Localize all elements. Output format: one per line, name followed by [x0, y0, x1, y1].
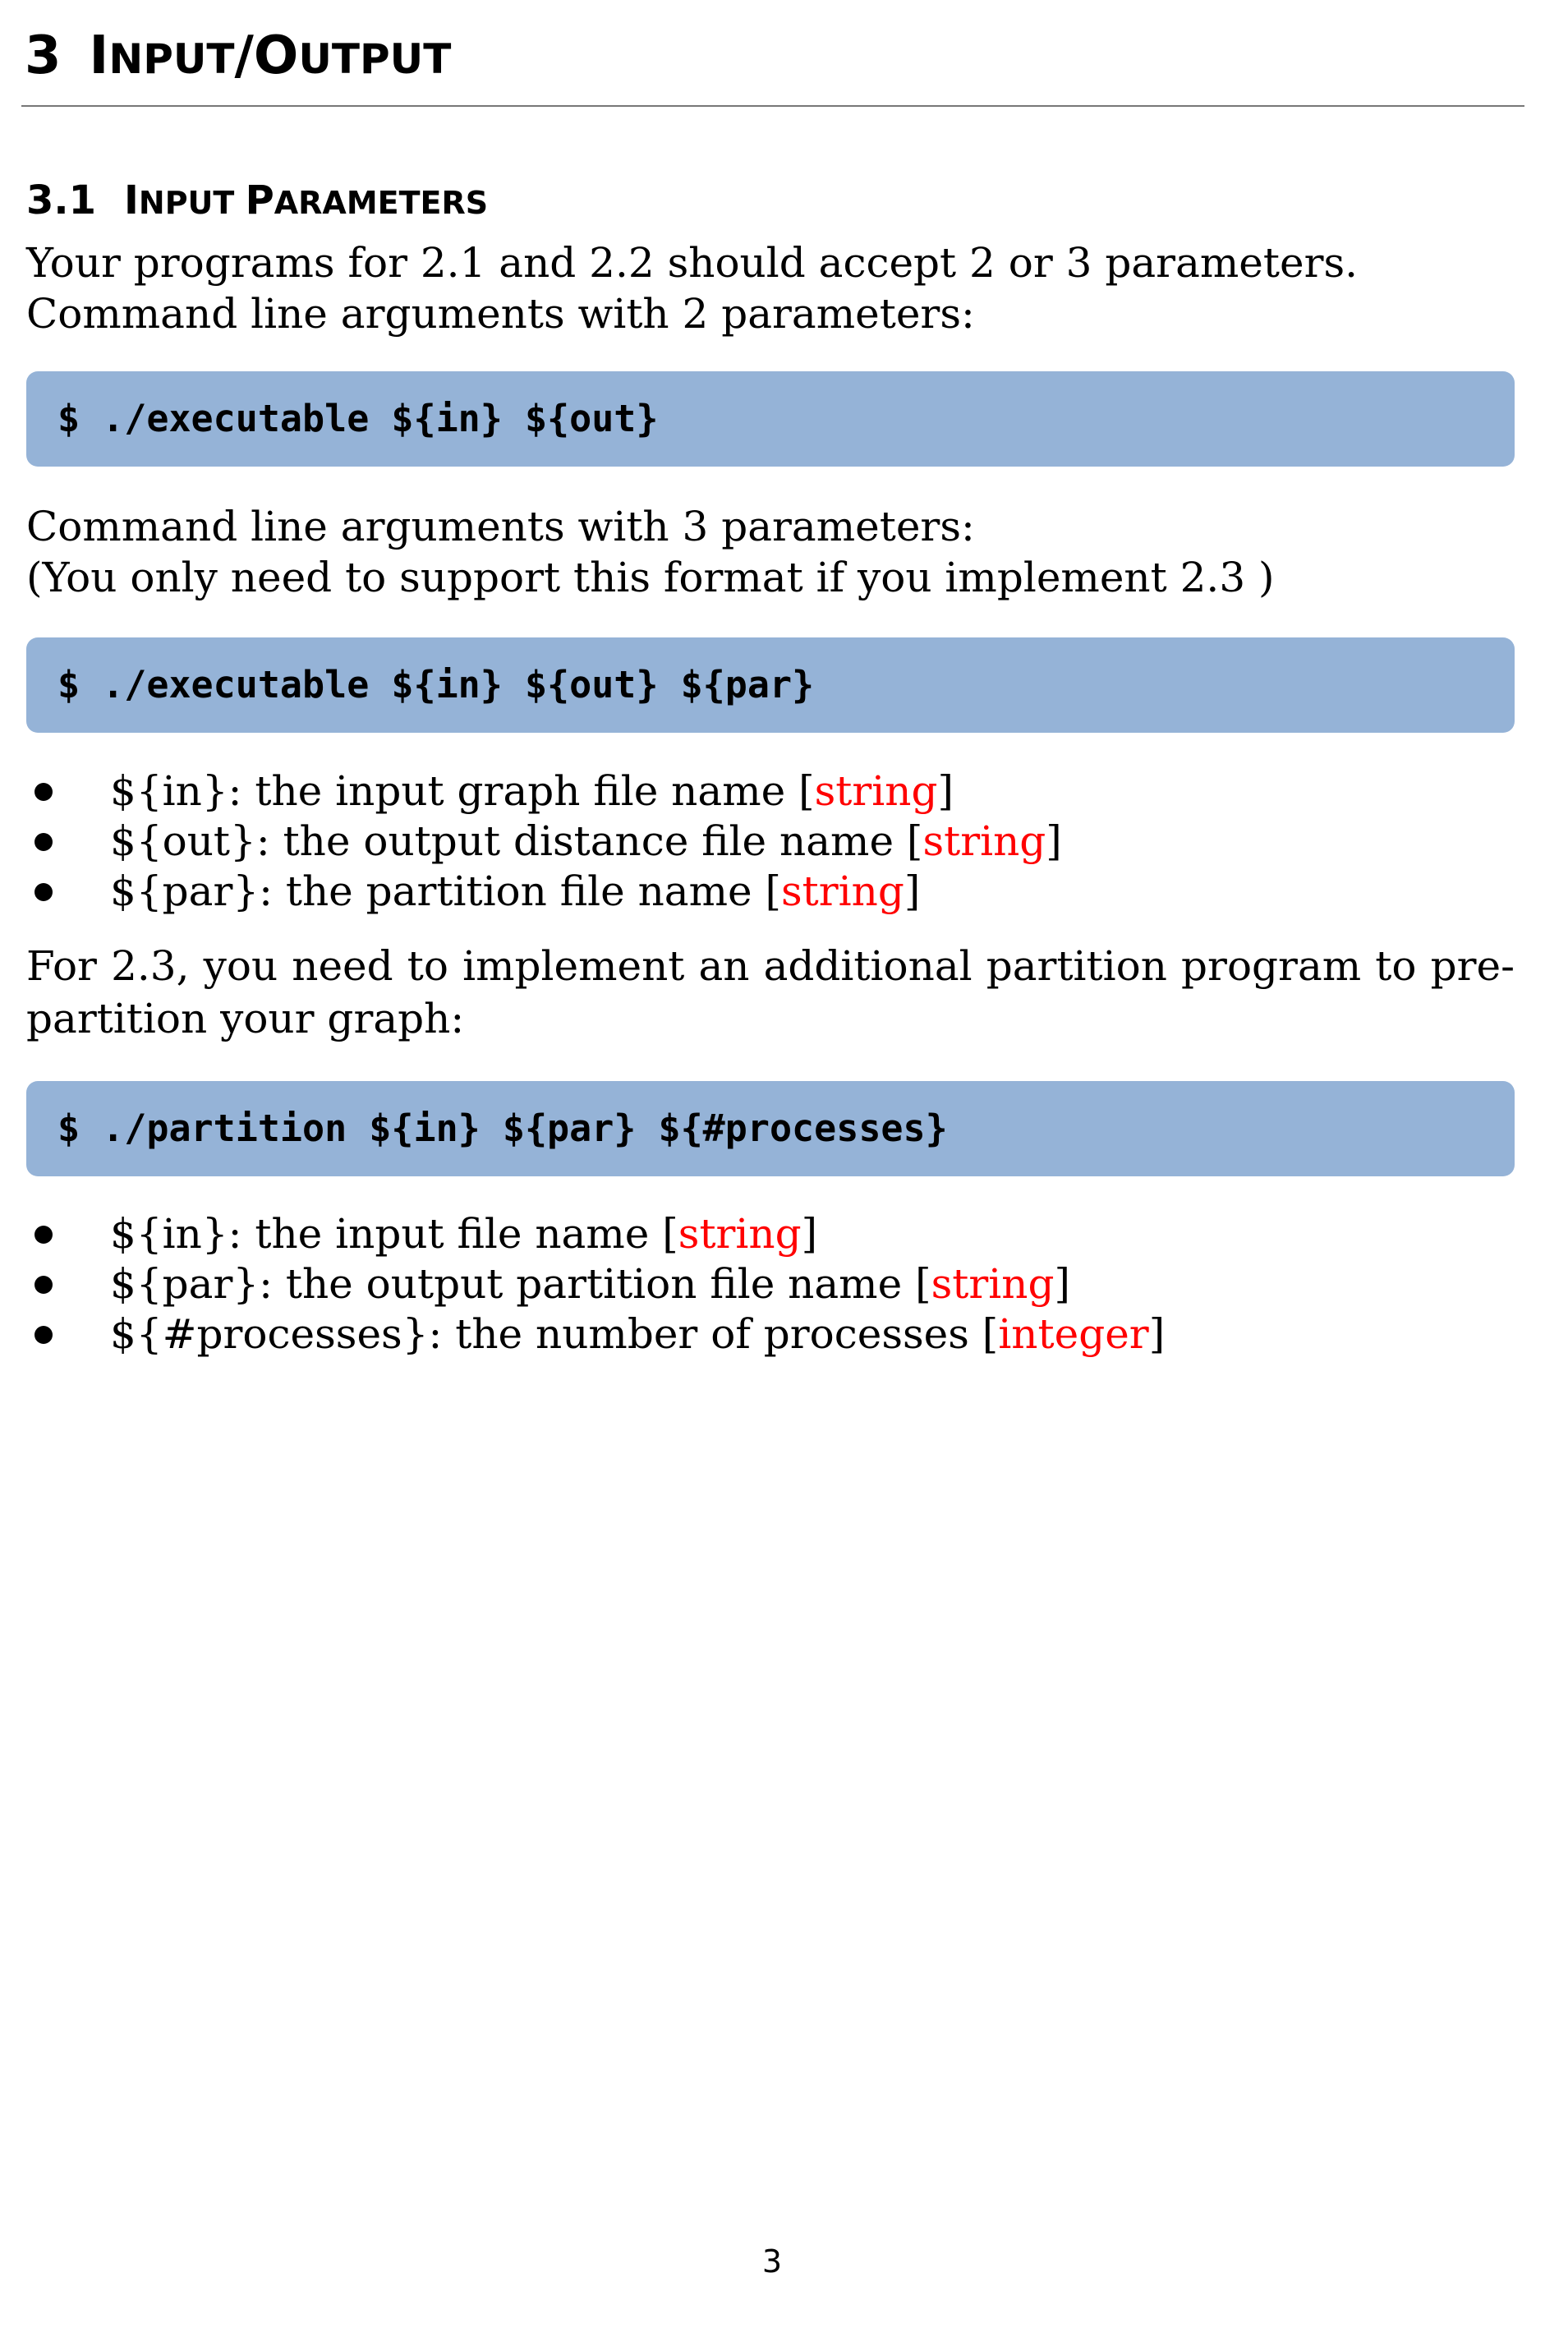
bullet-icon [34, 783, 53, 801]
subsection-number: 3.1 [26, 177, 97, 223]
subsection-title-rest: ARAMETERS [274, 185, 489, 221]
bullet-icon [34, 833, 53, 851]
param-description: ${in}: the input file name [ [110, 1210, 678, 1258]
list-item: ${par}: the partition file name [string] [26, 867, 1062, 917]
param-description: ${#processes}: the number of processes [ [110, 1310, 999, 1358]
list-item: ${par}: the output partition file name [… [26, 1259, 1165, 1309]
param-description: ${out}: the output distance file name [ [110, 817, 923, 865]
section-title-initial: /O [234, 25, 299, 86]
partition-intro: For 2.3, you need to implement an additi… [26, 942, 1515, 1042]
intro-line-2: Command line arguments with 2 parameters… [26, 290, 975, 338]
param-type: string [922, 817, 1046, 865]
three-params-line-2: (You only need to support this format if… [26, 554, 1275, 601]
section-rule [21, 105, 1524, 107]
param-bracket: ] [1054, 1260, 1070, 1308]
params-list: ${in}: the input graph file name [string… [26, 766, 1062, 917]
param-type: integer [998, 1310, 1149, 1358]
param-type: string [678, 1210, 802, 1258]
subsection-title-initial: I [124, 177, 139, 223]
param-type: string [781, 867, 904, 915]
intro-line-1: Your programs for 2.1 and 2.2 should acc… [26, 239, 1359, 287]
list-item: ${in}: the input file name [string] [26, 1209, 1165, 1259]
param-description: ${par}: the partition file name [ [110, 867, 781, 915]
section-title-rest: NPUT [108, 35, 235, 83]
section-number: 3 [25, 25, 62, 86]
param-bracket: ] [801, 1210, 818, 1258]
page-number: 3 [761, 2243, 783, 2280]
param-description: ${in}: the input graph file name [ [110, 767, 815, 815]
param-bracket: ] [937, 767, 954, 815]
bullet-icon [34, 1276, 53, 1294]
param-bracket: ] [1148, 1310, 1166, 1358]
code-block-partition: $ ./partition ${in} ${par} ${#processes} [26, 1081, 1515, 1176]
param-type: string [814, 767, 938, 815]
param-description: ${par}: the output partition file name [ [110, 1260, 931, 1308]
code-block-three-params: $ ./executable ${in} ${out} ${par} [26, 637, 1515, 733]
bullet-icon [34, 883, 53, 901]
code-block-two-params: $ ./executable ${in} ${out} [26, 371, 1515, 467]
three-params-line-1: Command line arguments with 3 parameters… [26, 503, 975, 550]
subsection-title-initial: P [245, 177, 274, 223]
subsection-title-rest: NPUT [138, 185, 246, 221]
param-bracket: ] [904, 867, 921, 915]
section-title-rest: UTPUT [298, 35, 452, 83]
bullet-icon [34, 1226, 53, 1244]
partition-params-list: ${in}: the input file name [string] ${pa… [26, 1209, 1165, 1360]
param-type: string [931, 1260, 1055, 1308]
param-bracket: ] [1046, 817, 1062, 865]
list-item: ${in}: the input graph file name [string… [26, 766, 1062, 817]
list-item: ${out}: the output distance file name [s… [26, 817, 1062, 867]
section-title-initial: I [89, 25, 109, 86]
list-item: ${#processes}: the number of processes [… [26, 1309, 1165, 1360]
bullet-icon [34, 1326, 53, 1344]
subsection-heading: 3.1 INPUT PARAMETERS [26, 176, 488, 228]
